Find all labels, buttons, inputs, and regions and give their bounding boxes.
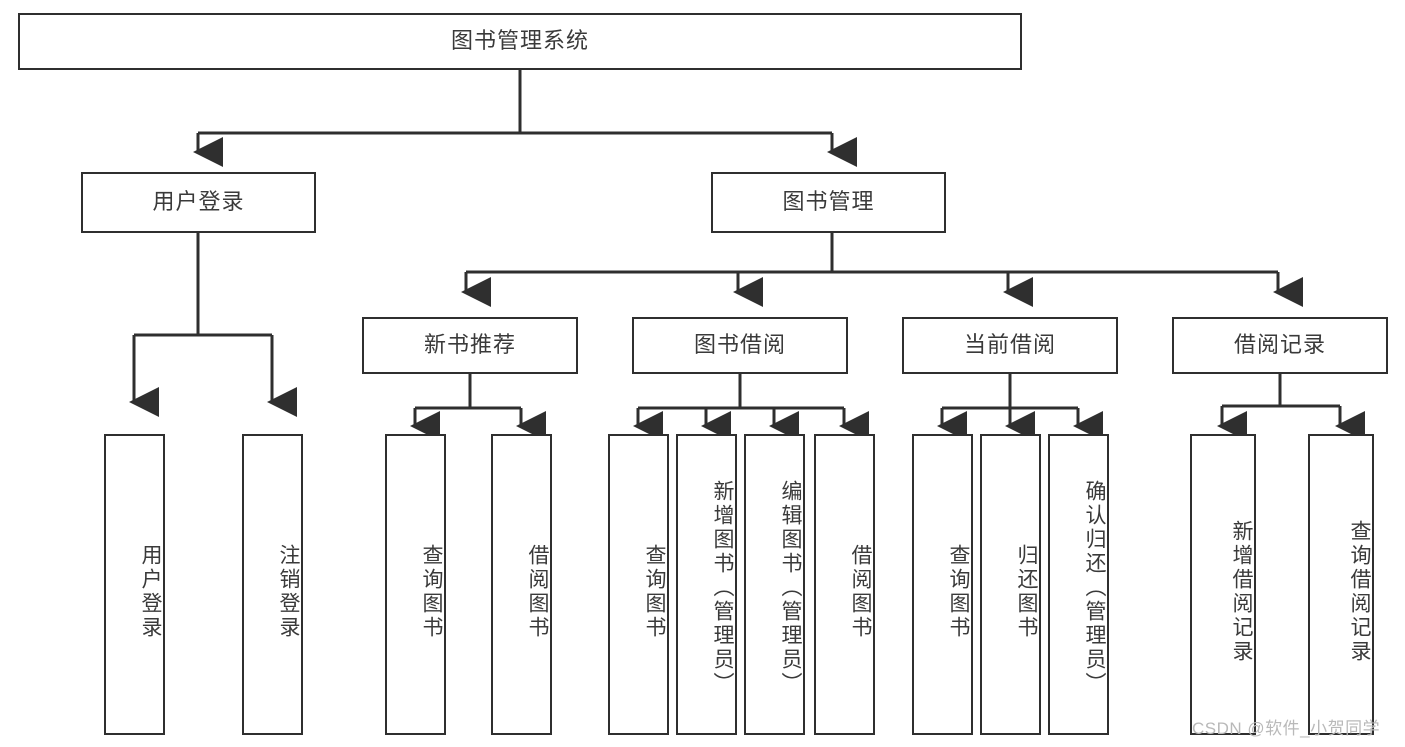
leaf-query-book-current[interactable]: 查询图书	[912, 434, 973, 735]
csdn-watermark: CSDN @软件_小贺同学	[1192, 719, 1381, 738]
leaf-user-login[interactable]: 用户登录	[104, 434, 165, 735]
node-user-login[interactable]: 用户登录	[81, 172, 316, 233]
node-current-borrow[interactable]: 当前借阅	[902, 317, 1118, 374]
leaf-query-book-recommend[interactable]: 查询图书	[385, 434, 446, 735]
leaf-borrow-book-recommend[interactable]: 借阅图书	[491, 434, 552, 735]
node-book-manage[interactable]: 图书管理	[711, 172, 946, 233]
leaf-logout-login[interactable]: 注销登录	[242, 434, 303, 735]
node-new-book-recommend[interactable]: 新书推荐	[362, 317, 578, 374]
leaf-edit-book-admin[interactable]: 编辑图书（管理员）	[744, 434, 805, 735]
leaf-return-book[interactable]: 归还图书	[980, 434, 1041, 735]
leaf-query-book-borrow[interactable]: 查询图书	[608, 434, 669, 735]
leaf-query-borrow-record[interactable]: 查询借阅记录	[1308, 434, 1374, 735]
leaf-confirm-return-admin[interactable]: 确认归还（管理员）	[1048, 434, 1109, 735]
node-root[interactable]: 图书管理系统	[18, 13, 1022, 70]
node-borrow-record[interactable]: 借阅记录	[1172, 317, 1388, 374]
leaf-add-book-admin[interactable]: 新增图书（管理员）	[676, 434, 737, 735]
leaf-borrow-book[interactable]: 借阅图书	[814, 434, 875, 735]
leaf-add-borrow-record[interactable]: 新增借阅记录	[1190, 434, 1256, 735]
node-book-borrow[interactable]: 图书借阅	[632, 317, 848, 374]
